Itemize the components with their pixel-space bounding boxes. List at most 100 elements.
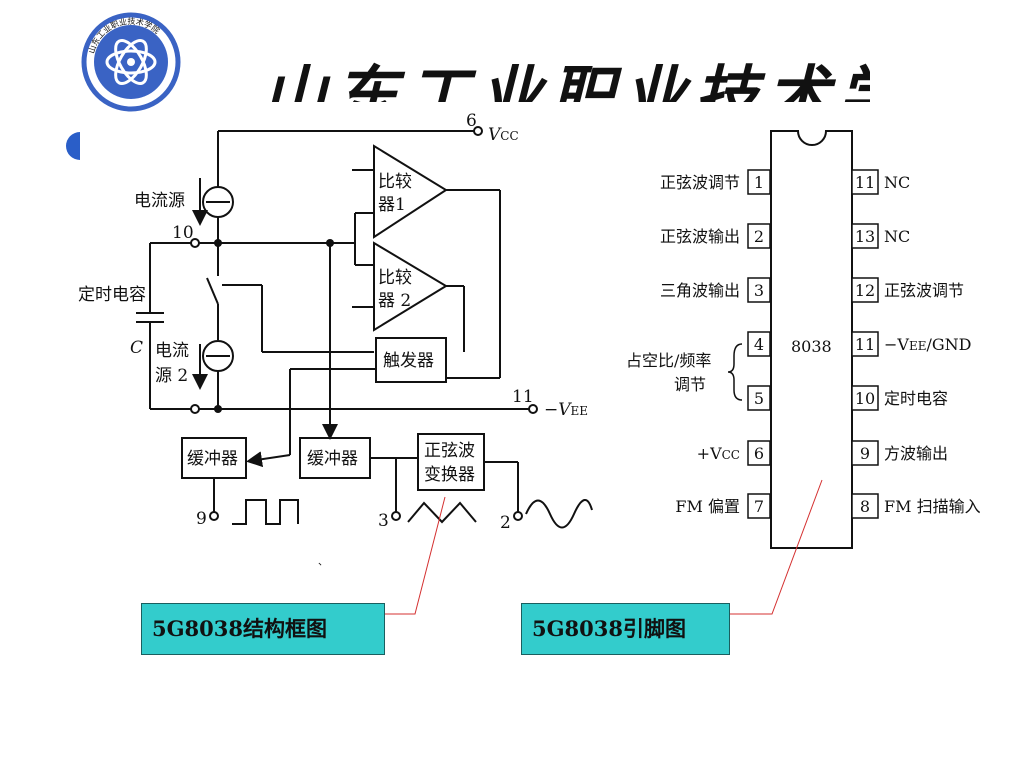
square-out-pin: 9 xyxy=(196,509,207,529)
pin-box xyxy=(747,277,771,303)
duty-label-a: 占空比/频率 xyxy=(626,351,711,370)
chip-name: 8038 xyxy=(791,337,832,356)
left-pin-6: 6 +VCC xyxy=(697,440,771,466)
trigger-label: 触发器 xyxy=(383,351,434,371)
left-pin-list: 1 正弦波调节 2 正弦波输出 3 三角波输出 4 5 6 +VCC 7 FM 偏置 xyxy=(660,169,771,519)
buffer-2-label: 缓冲器 xyxy=(307,449,358,469)
triangle-wave xyxy=(407,501,477,524)
current-source-2-label-b: 源 2 xyxy=(155,366,188,386)
school-logo xyxy=(81,12,181,112)
comparator-1-label-a: 比较 xyxy=(378,172,412,192)
trigger-block xyxy=(375,337,447,383)
pin-label: FM 扫描输入 xyxy=(884,497,981,516)
pin-box xyxy=(851,277,879,303)
pin-box xyxy=(851,493,879,519)
pin-number: 5 xyxy=(754,389,764,408)
pin-number: 8 xyxy=(860,497,870,516)
vcc-label: VCC xyxy=(488,125,519,145)
duty-label-b: 调节 xyxy=(674,375,706,394)
comparator-1-label-b: 器1 xyxy=(378,195,406,215)
pin-circles xyxy=(190,126,538,521)
pin10-number: 10 xyxy=(172,223,194,243)
right-pin-4: 11 −VEE/GND xyxy=(851,331,972,357)
right-pin-7: 8 FM 扫描输入 xyxy=(851,493,981,519)
pinout-callout: 5G8038引脚图 xyxy=(521,603,730,655)
sine-converter-label-b: 变换器 xyxy=(424,465,475,485)
pin-number: 4 xyxy=(754,335,764,354)
pin-box xyxy=(747,385,771,411)
comparator-2 xyxy=(373,241,448,332)
pin-label: 三角波输出 xyxy=(660,281,740,300)
pin-number: 7 xyxy=(754,497,764,516)
pin-number: 6 xyxy=(754,444,764,463)
pin-label: 定时电容 xyxy=(884,389,948,408)
comparator-2-label-a: 比较 xyxy=(378,268,412,288)
pin-number: 13 xyxy=(855,227,875,246)
pin-box xyxy=(747,440,771,466)
pin-label: 正弦波输出 xyxy=(660,227,740,246)
left-pin-7: 7 FM 偏置 xyxy=(675,493,771,519)
pin-label: NC xyxy=(884,227,910,246)
triangle-out-pin: 3 xyxy=(378,511,389,531)
pin-label: 方波输出 xyxy=(884,444,948,463)
pin-number: 1 xyxy=(754,173,764,192)
current-source-1-label: 电流源 xyxy=(134,191,185,211)
pin-label: 正弦波调节 xyxy=(884,281,964,300)
right-pin-2: 13 NC xyxy=(851,223,910,249)
pinout-chip xyxy=(770,130,853,549)
comparator-1 xyxy=(373,144,448,239)
vee-pin-number: 11 xyxy=(512,387,534,407)
left-pin-4: 4 xyxy=(747,331,771,357)
sine-wave xyxy=(525,499,593,529)
left-pin-1: 1 正弦波调节 xyxy=(660,169,771,195)
pin-label: 正弦波调节 xyxy=(660,173,740,192)
pin-number: 10 xyxy=(855,389,875,408)
junction-dots xyxy=(214,239,334,413)
vcc-pin-number: 6 xyxy=(466,111,477,131)
vee-label: −VEE xyxy=(544,400,588,420)
callout-pointers xyxy=(385,479,823,615)
buffer-1-label: 缓冲器 xyxy=(187,449,238,469)
duty-brace xyxy=(727,343,743,401)
comparator-2-label-b: 器 2 xyxy=(378,291,411,311)
right-pin-6: 9 方波输出 xyxy=(851,440,948,466)
pin-number: 2 xyxy=(754,227,764,246)
square-wave xyxy=(232,499,299,525)
pin-number: 9 xyxy=(860,444,870,463)
pin-box xyxy=(747,493,771,519)
pin-box xyxy=(851,331,879,357)
pin-number: 12 xyxy=(855,281,875,300)
pin-box xyxy=(747,169,771,195)
current-source-2-label-a: 电流 xyxy=(155,341,189,361)
right-pin-1: 11 NC xyxy=(851,169,910,195)
pin-number: 11 xyxy=(855,335,875,354)
pin-box xyxy=(851,440,879,466)
sine-out-pin: 2 xyxy=(500,513,511,533)
right-pin-3: 12 正弦波调节 xyxy=(851,277,964,303)
left-pin-5: 5 xyxy=(747,385,771,411)
pin-box xyxy=(747,223,771,249)
pin-label: +VCC xyxy=(697,444,740,463)
pin-box xyxy=(851,223,879,249)
pin-number: 3 xyxy=(754,281,764,300)
bullet-dot xyxy=(66,132,80,160)
pin-box xyxy=(851,385,879,411)
left-pin-3: 3 三角波输出 xyxy=(660,277,771,303)
pin-number: 11 xyxy=(855,173,875,192)
pin-box xyxy=(851,169,879,195)
cap-symbol: C xyxy=(130,338,143,358)
pin-label: NC xyxy=(884,173,910,192)
timing-cap-label: 定时电容 xyxy=(78,285,146,305)
block-diagram-callout: 5G8038结构框图 xyxy=(141,603,385,655)
pin-label: FM 偏置 xyxy=(675,497,740,516)
right-pin-5: 10 定时电容 xyxy=(851,385,948,411)
sine-converter-label-a: 正弦波 xyxy=(424,441,475,461)
pin-label: −VEE/GND xyxy=(884,335,972,354)
stray-mark: 、 xyxy=(318,557,328,568)
school-name-title: 山东工业职业技术学院 xyxy=(262,59,984,134)
pin-box xyxy=(747,331,771,357)
block-diagram xyxy=(136,130,593,529)
